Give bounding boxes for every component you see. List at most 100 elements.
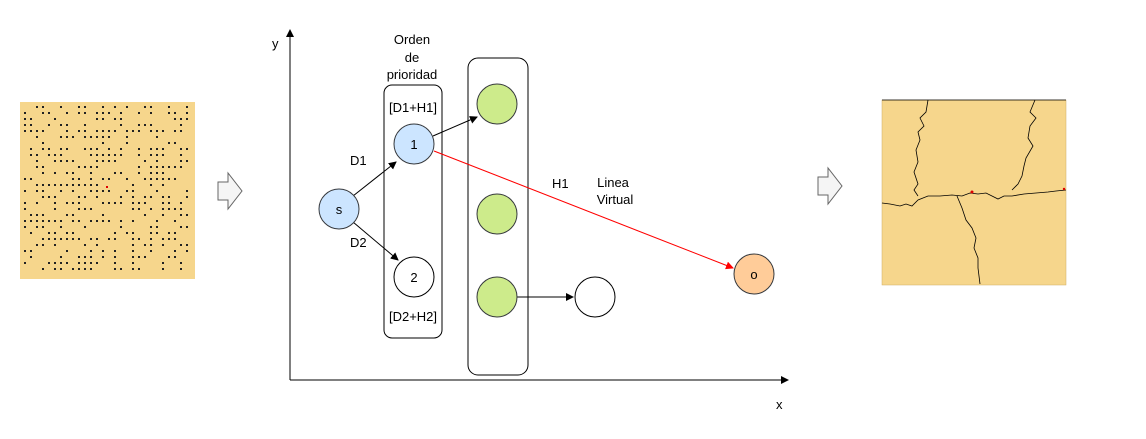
obstacle-dot <box>90 184 92 186</box>
obstacle-dot <box>168 178 170 180</box>
obstacle-dot <box>60 238 62 240</box>
obstacle-dot <box>156 136 158 138</box>
virtual-line-label-2: Virtual <box>597 192 634 207</box>
obstacle-dot <box>138 256 140 258</box>
obstacle-dot <box>168 232 170 234</box>
obstacle-dot <box>108 160 110 162</box>
obstacle-dot <box>54 262 56 264</box>
obstacle-dot <box>42 238 44 240</box>
obstacle-dot <box>48 184 50 186</box>
obstacle-dot <box>24 208 26 210</box>
obstacle-dot <box>36 160 38 162</box>
obstacle-dot <box>132 196 134 198</box>
obstacle-dot <box>36 214 38 216</box>
obstacle-dot <box>150 244 152 246</box>
virtual-line <box>433 150 734 270</box>
obstacle-dot <box>138 154 140 156</box>
obstacle-dot <box>150 106 152 108</box>
obstacle-dot <box>186 214 188 216</box>
obstacle-dot <box>144 106 146 108</box>
obstacle-dot <box>114 160 116 162</box>
obstacle-dot <box>90 208 92 210</box>
obstacle-dot <box>72 136 74 138</box>
obstacle-dot <box>102 118 104 120</box>
right-arrow-icon <box>217 171 243 211</box>
obstacle-dot <box>174 256 176 258</box>
obstacle-dot <box>186 112 188 114</box>
obstacle-dot <box>36 154 38 156</box>
obstacle-dot <box>156 178 158 180</box>
obstacle-dot <box>90 136 92 138</box>
obstacle-dot <box>132 202 134 204</box>
top-formula: [D1+H1] <box>389 100 437 115</box>
obstacle-dot <box>84 184 86 186</box>
obstacle-dot <box>108 190 110 192</box>
obstacle-dot <box>48 124 50 126</box>
obstacle-dot <box>72 238 74 240</box>
obstacle-dot <box>186 160 188 162</box>
obstacle-dot <box>96 112 98 114</box>
obstacle-dot <box>96 244 98 246</box>
obstacle-dot <box>168 106 170 108</box>
obstacle-dot <box>108 238 110 240</box>
obstacle-dot <box>24 262 26 264</box>
obstacle-dot <box>168 202 170 204</box>
obstacle-dot <box>54 220 56 222</box>
obstacle-dot <box>90 268 92 270</box>
obstacle-dot <box>138 166 140 168</box>
obstacle-dot <box>156 172 158 174</box>
obstacle-dot <box>150 112 152 114</box>
obstacle-dot <box>120 268 122 270</box>
neighbor-container <box>467 57 529 376</box>
obstacle-dot <box>36 184 38 186</box>
obstacle-dot <box>180 268 182 270</box>
obstacle-dot <box>120 220 122 222</box>
obstacle-dot <box>156 190 158 192</box>
obstacle-dot <box>168 112 170 114</box>
obstacle-dot <box>60 124 62 126</box>
obstacle-dot <box>78 256 80 258</box>
obstacle-dot <box>102 202 104 204</box>
right-arrow-icon <box>817 166 843 206</box>
obstacle-dot <box>156 220 158 222</box>
obstacle-dot <box>48 238 50 240</box>
obstacle-dot <box>102 154 104 156</box>
obstacle-dot <box>162 208 164 210</box>
obstacle-dot <box>144 124 146 126</box>
obstacle-dot <box>114 256 116 258</box>
obstacle-dot <box>42 268 44 270</box>
obstacle-dot <box>150 130 152 132</box>
obstacle-dot <box>102 220 104 222</box>
obstacle-dot <box>48 154 50 156</box>
obstacle-dot <box>156 232 158 234</box>
obstacle-dot <box>180 202 182 204</box>
obstacle-dot <box>36 136 38 138</box>
edge-label-d2: D2 <box>350 235 367 250</box>
edge-d1 <box>352 161 397 197</box>
obstacle-dot <box>138 172 140 174</box>
obstacle-dot <box>78 268 80 270</box>
svg-text:s: s <box>336 202 343 217</box>
edge-1-to-neighbor <box>432 116 478 137</box>
obstacle-dot <box>138 268 140 270</box>
obstacle-dot <box>84 106 86 108</box>
obstacle-dot <box>102 136 104 138</box>
obstacle-dot <box>96 220 98 222</box>
obstacle-dot <box>24 112 26 114</box>
obstacle-dot <box>66 232 68 234</box>
virtual-line-label-1: Linea <box>597 175 630 190</box>
obstacle-dot <box>24 130 26 132</box>
obstacle-dot <box>54 238 56 240</box>
obstacle-dot <box>162 196 164 198</box>
obstacle-dot <box>66 184 68 186</box>
obstacle-dot <box>96 238 98 240</box>
obstacle-dot <box>60 160 62 162</box>
obstacle-dot <box>108 112 110 114</box>
obstacle-dot <box>84 262 86 264</box>
obstacle-dot <box>156 130 158 132</box>
obstacle-dot <box>174 208 176 210</box>
neighbor-node-top <box>476 83 518 125</box>
obstacle-dot <box>150 124 152 126</box>
obstacle-dot <box>126 190 128 192</box>
obstacle-dot <box>42 142 44 144</box>
